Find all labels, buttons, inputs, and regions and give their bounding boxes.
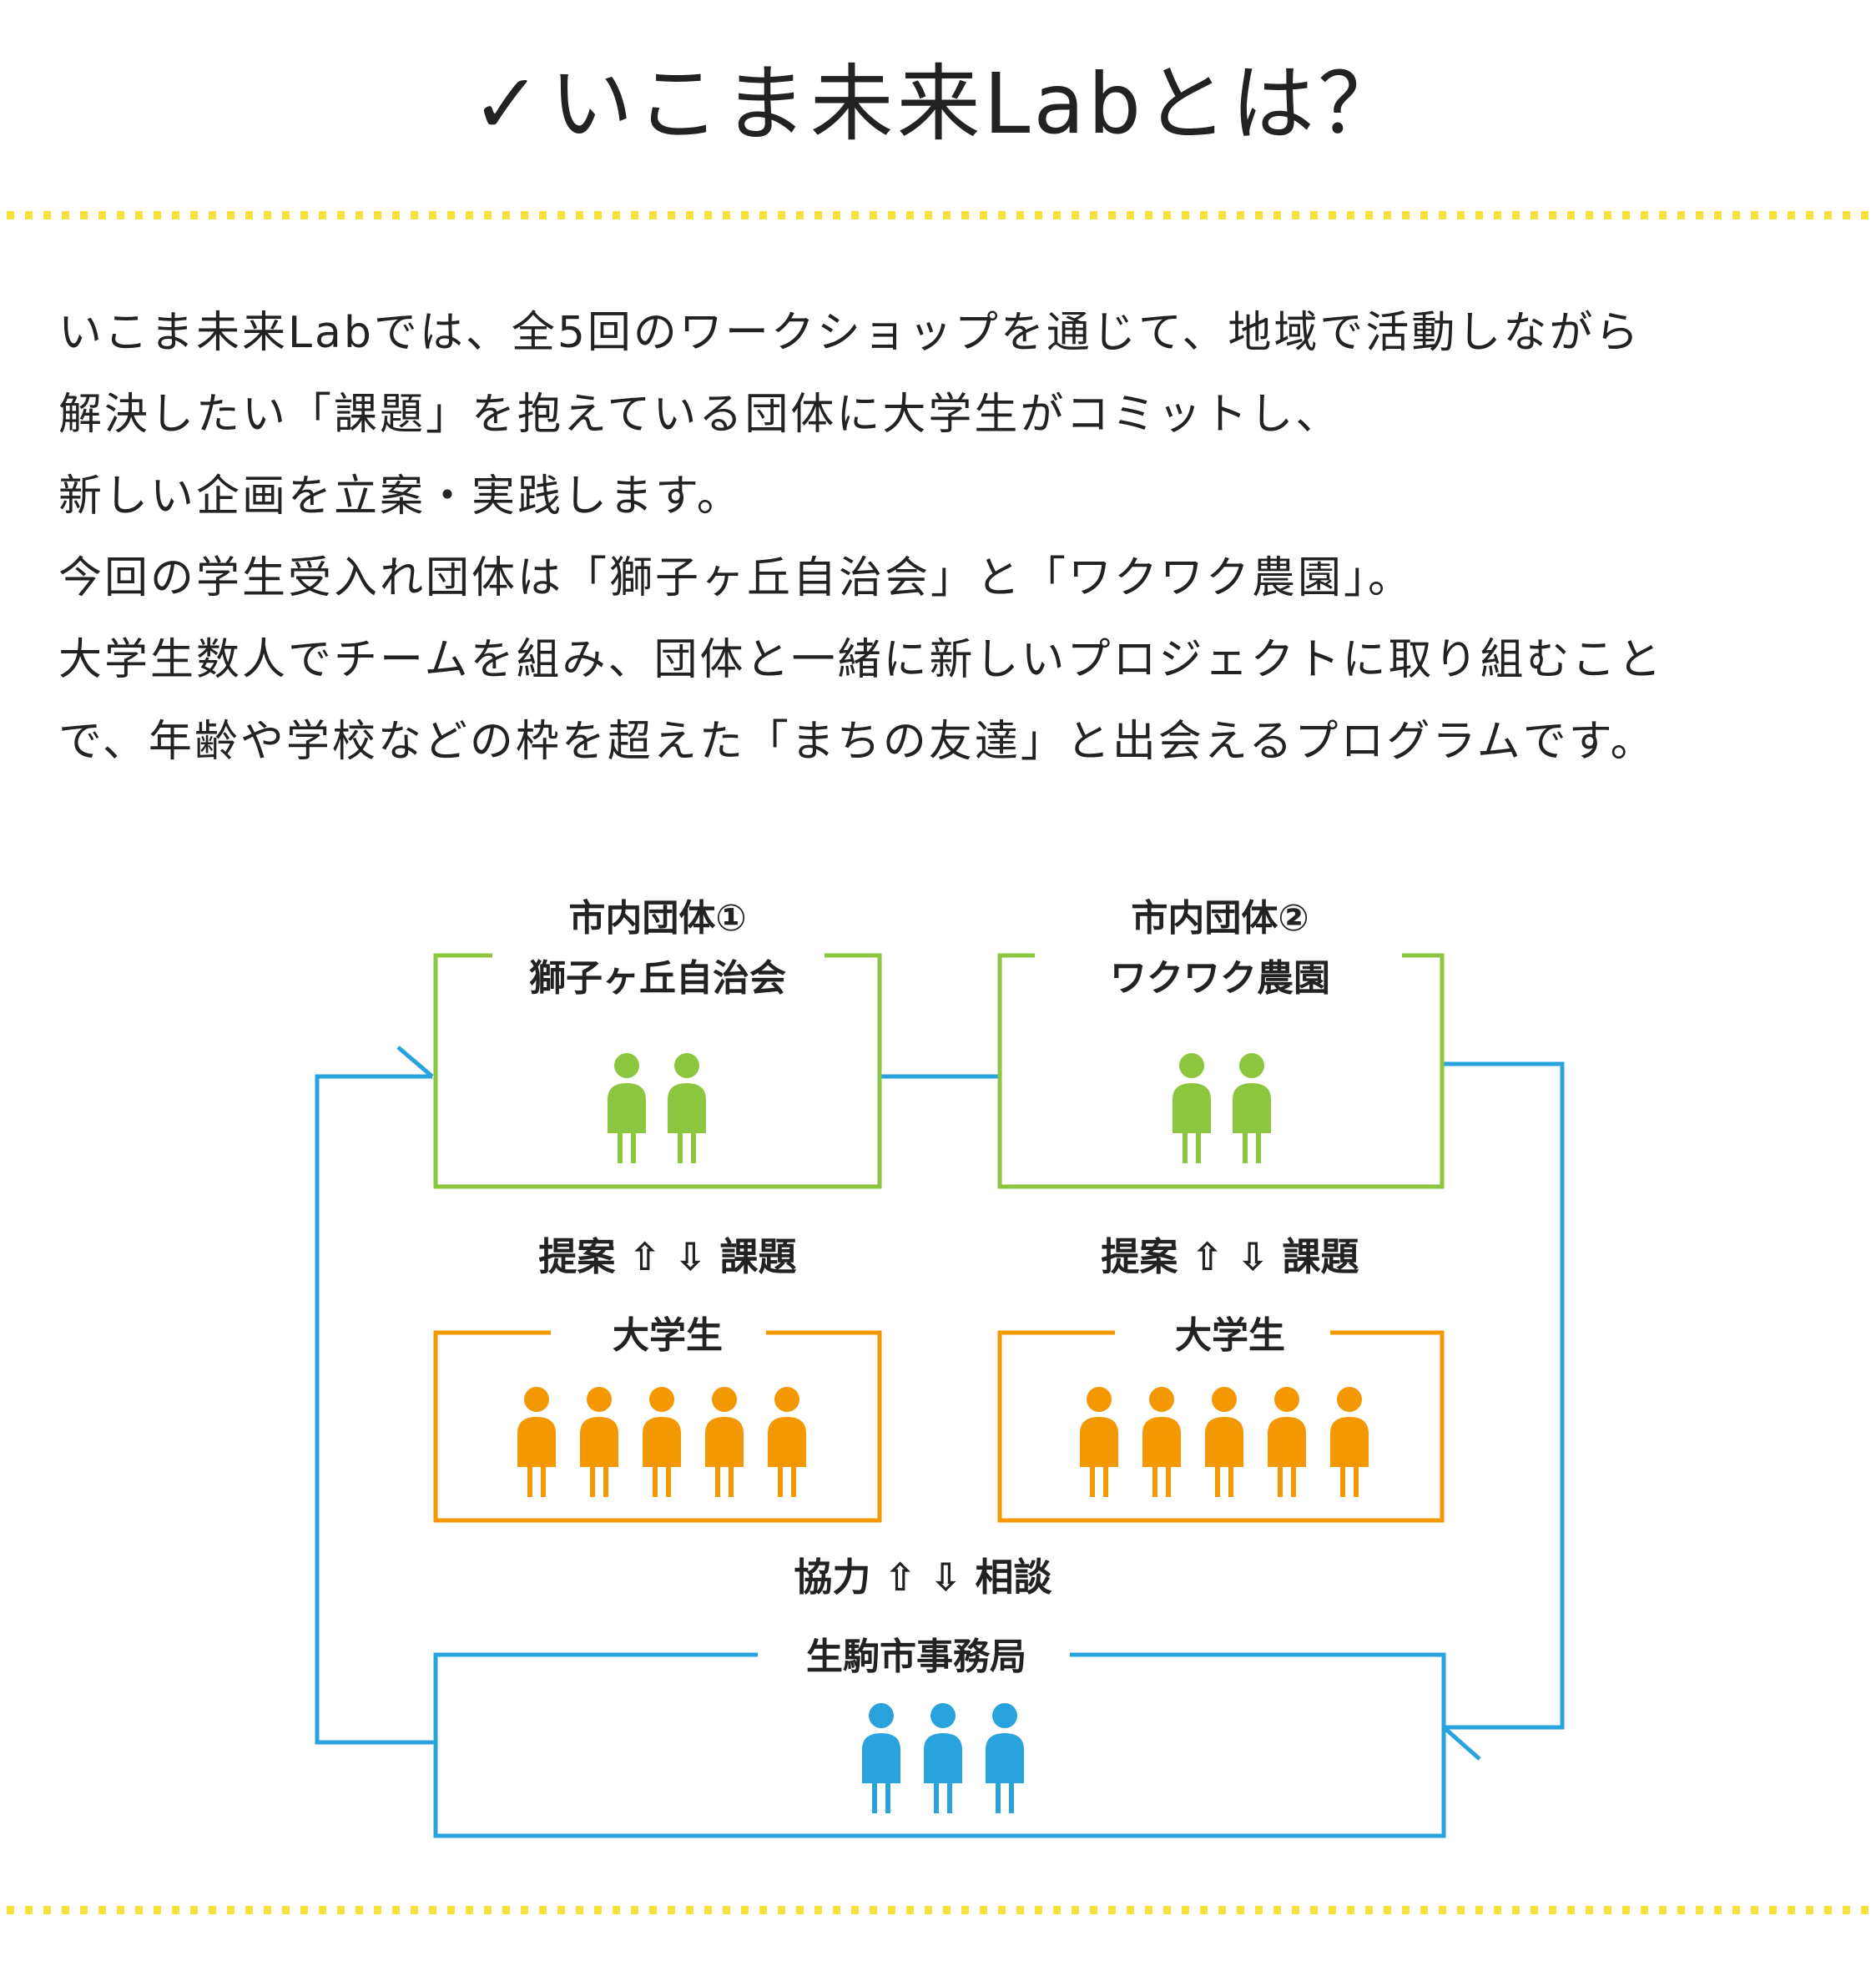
person-icon <box>517 1387 556 1497</box>
relation-label-right: 提案 ⇧ ⇩ 課題 <box>1101 1234 1359 1279</box>
person-icon <box>608 1053 646 1163</box>
person-icon <box>862 1703 900 1813</box>
org1-people <box>608 1053 706 1163</box>
org1-box <box>433 953 882 1189</box>
org1-label-line2: 獅子ヶ丘自治会 <box>529 957 786 1000</box>
students-right-box <box>997 1330 1445 1523</box>
students-left-box <box>433 1330 882 1523</box>
dotted-divider-bottom <box>7 1906 1876 1914</box>
intro-line: いこま未来Labでは、全5回のワークショップを通じて、地域で活動しながら <box>58 308 1642 358</box>
students-right-people <box>1080 1387 1369 1497</box>
org2-label-line2: ワクワク農園 <box>1110 957 1330 1000</box>
org2-people <box>1172 1053 1271 1163</box>
cycle-arrows <box>315 1046 1565 1761</box>
person-icon <box>705 1387 744 1497</box>
person-icon <box>1330 1387 1369 1497</box>
intro-line: 解決したい「課題」を抱えている団体に大学生がコミットし、 <box>58 390 1342 440</box>
office-box <box>433 1652 1446 1838</box>
person-icon <box>1080 1387 1118 1497</box>
cycle-arrow-left <box>315 1074 434 1745</box>
person-icon <box>1172 1053 1211 1163</box>
person-icon <box>1142 1387 1181 1497</box>
intro-line: 大学生数人でチームを組み、団体と一緒に新しいプロジェクトに取り組むこと <box>58 635 1664 685</box>
intro-line: で、年齢や学校などの枠を超えた「まちの友達」と出会えるプログラムです。 <box>58 717 1657 767</box>
intro-line: 新しい企画を立案・実践します。 <box>58 471 743 522</box>
person-icon <box>986 1703 1024 1813</box>
page-title-text: いこま未来Labとは？ <box>549 55 1405 153</box>
intro-line: 今回の学生受入れ団体は「獅子ヶ丘自治会」と「ワクワク農園」。 <box>58 553 1415 603</box>
person-icon <box>924 1703 962 1813</box>
person-icon <box>1205 1387 1243 1497</box>
check-icon: ✓ <box>471 55 545 153</box>
org1-label-line1: 市内団体① <box>568 897 746 940</box>
students-left-label: 大学生 <box>613 1314 723 1357</box>
person-icon <box>1233 1053 1271 1163</box>
arrowhead-right <box>1442 1726 1481 1761</box>
person-icon <box>580 1387 618 1497</box>
arrowhead-left <box>396 1046 434 1078</box>
cycle-arrow-right <box>1444 1061 1565 1730</box>
office-label: 生駒市事務局 <box>806 1636 1026 1678</box>
person-icon <box>768 1387 806 1497</box>
person-icon <box>643 1387 681 1497</box>
intro-text: いこま未来Labでは、全5回のワークショップを通じて、地域で活動しながら 解決し… <box>58 292 1853 783</box>
org2-label-line1: 市内団体② <box>1131 897 1309 940</box>
page-title: ✓いこま未来Labとは？ <box>0 46 1876 163</box>
office-people <box>862 1703 1024 1813</box>
person-icon <box>1268 1387 1306 1497</box>
relation-label-left: 提案 ⇧ ⇩ 課題 <box>538 1234 796 1279</box>
relation-label-office: 協力 ⇧ ⇩ 相談 <box>794 1555 1051 1600</box>
org2-box <box>997 953 1445 1189</box>
students-left-people <box>517 1387 806 1497</box>
person-icon <box>668 1053 706 1163</box>
students-right-label: 大学生 <box>1175 1314 1285 1357</box>
